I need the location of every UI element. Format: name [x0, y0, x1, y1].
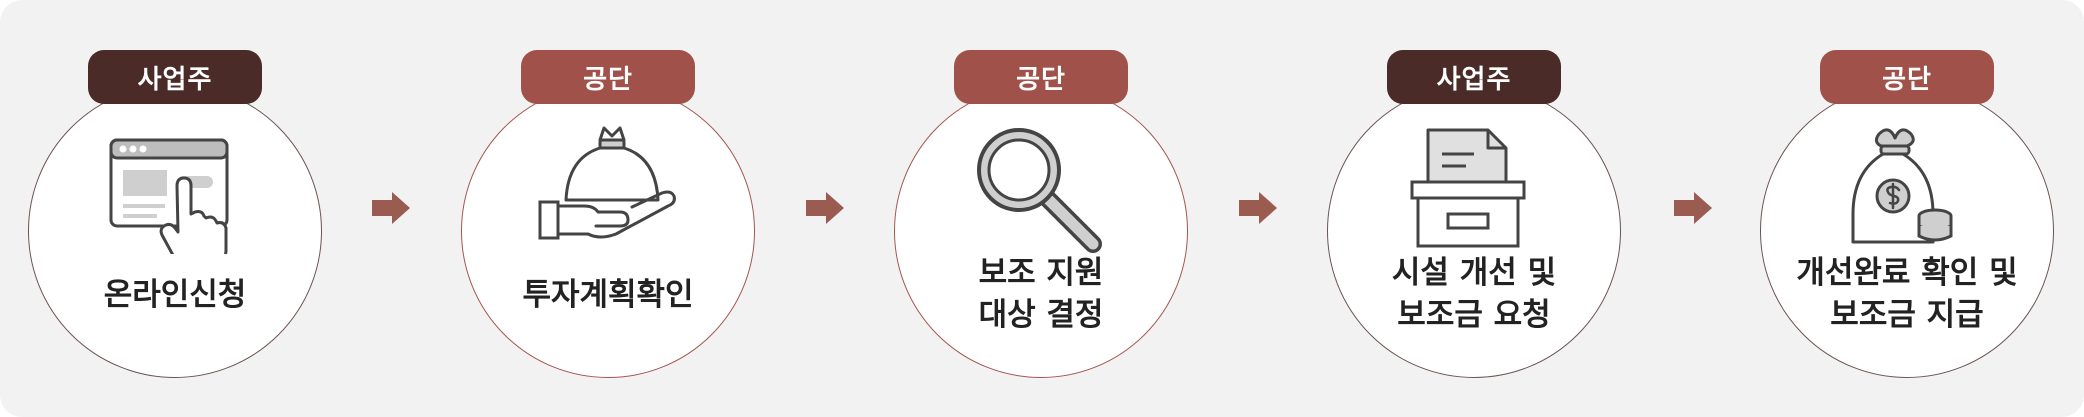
step-label-line: 보조금 지급 — [1830, 297, 1984, 333]
step-support-decision: 공단 보조 지원 대상 결정 — [894, 50, 1188, 378]
step-label-line: 개선완료 확인 및 — [1796, 255, 2018, 291]
step-improvement-request: 사업주 시설 개선 및 보조금 요청 — [1327, 50, 1621, 378]
step-label-line: 보조금 요청 — [1397, 297, 1551, 333]
browser-pointer-icon — [109, 138, 229, 254]
step-label-line: 대상 결정 — [978, 297, 1104, 333]
arrow-right-icon — [372, 192, 410, 224]
step-role-badge: 사업주 — [1387, 50, 1561, 104]
step-label-line: 시설 개선 및 — [1391, 255, 1557, 291]
step-label: 개선완료 확인 및 보조금 지급 — [1760, 252, 2054, 336]
step-circle — [894, 84, 1188, 378]
step-label-line: 투자계획확인 — [522, 277, 694, 313]
step-label: 시설 개선 및 보조금 요청 — [1327, 252, 1621, 336]
step-online-application: 사업주 온라인신청 — [28, 50, 322, 378]
arrow-right-icon — [806, 192, 844, 224]
step-subsidy-payment: 공단 개선완료 확인 및 보조금 지급 — [1760, 50, 2054, 378]
arrow-right-icon — [1674, 192, 1712, 224]
money-bag-hand-icon — [538, 126, 676, 240]
step-label: 투자계획확인 — [461, 274, 755, 316]
step-label-line: 보조 지원 — [978, 255, 1104, 291]
step-label: 온라인신청 — [28, 274, 322, 316]
money-bag-coins-icon — [1851, 128, 1953, 244]
step-label-line: 온라인신청 — [103, 277, 247, 313]
document-box-icon — [1410, 128, 1526, 248]
step-investment-plan-check: 공단 투자계획확인 — [461, 50, 755, 378]
step-role-badge: 공단 — [521, 50, 695, 104]
step-role-badge: 공단 — [1820, 50, 1994, 104]
step-label: 보조 지원 대상 결정 — [894, 252, 1188, 336]
step-role-badge: 사업주 — [88, 50, 262, 104]
arrow-right-icon — [1239, 192, 1277, 224]
step-role-badge: 공단 — [954, 50, 1128, 104]
magnifier-icon — [977, 128, 1102, 253]
